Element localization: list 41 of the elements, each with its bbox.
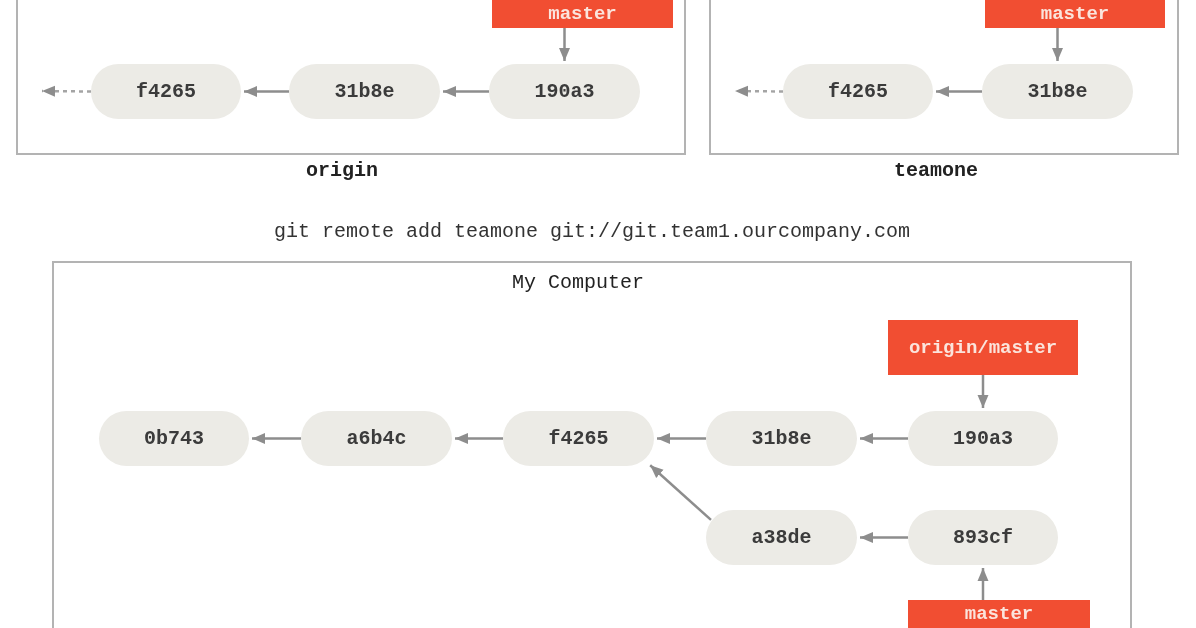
- command-text: git remote add teamone git://git.team1.ourcompany.com: [273, 220, 911, 244]
- arrow: [977, 375, 989, 408]
- commit-hash: 893cf: [953, 526, 1013, 549]
- branch-name: master: [1040, 3, 1110, 25]
- arrow: [443, 86, 489, 97]
- dashed-arrow: [735, 85, 783, 97]
- repository-name: teamone: [894, 159, 978, 183]
- commit-hash: 190a3: [953, 427, 1013, 450]
- branch-tag: [908, 600, 1090, 628]
- branch-tag: [492, 0, 673, 28]
- branch-tag: [985, 0, 1165, 28]
- arrow: [1052, 28, 1063, 61]
- commit-hash: a38de: [751, 526, 812, 549]
- branch-name: master: [964, 603, 1034, 625]
- arrow: [936, 86, 982, 97]
- arrow: [649, 464, 712, 521]
- arrow: [860, 532, 908, 543]
- commit-hash: a6b4c: [346, 427, 407, 450]
- commit-hash: 0b743: [144, 427, 204, 450]
- commit-node: [706, 510, 857, 565]
- arrow: [860, 433, 908, 444]
- arrow: [455, 433, 503, 444]
- commit-hash: 31b8e: [1027, 80, 1088, 103]
- commit-hash: 31b8e: [334, 80, 395, 103]
- branch-name: master: [548, 3, 617, 25]
- branch-name: origin/master: [908, 336, 1058, 359]
- arrow: [657, 433, 706, 444]
- arrow: [244, 86, 289, 97]
- commit-hash: f4265: [828, 80, 888, 103]
- dashed-arrow: [42, 85, 91, 97]
- commit-hash: f4265: [136, 80, 196, 103]
- arrow: [252, 433, 301, 444]
- repository-name: origin: [306, 159, 378, 183]
- arrow: [977, 568, 989, 600]
- branch-tag: [888, 320, 1078, 375]
- commit-hash: 31b8e: [751, 427, 812, 450]
- commit-node: [503, 411, 654, 466]
- commit-hash: 190a3: [534, 80, 595, 103]
- repository-name: My Computer: [512, 271, 644, 295]
- commit-hash: f4265: [548, 427, 609, 450]
- arrow: [559, 28, 570, 61]
